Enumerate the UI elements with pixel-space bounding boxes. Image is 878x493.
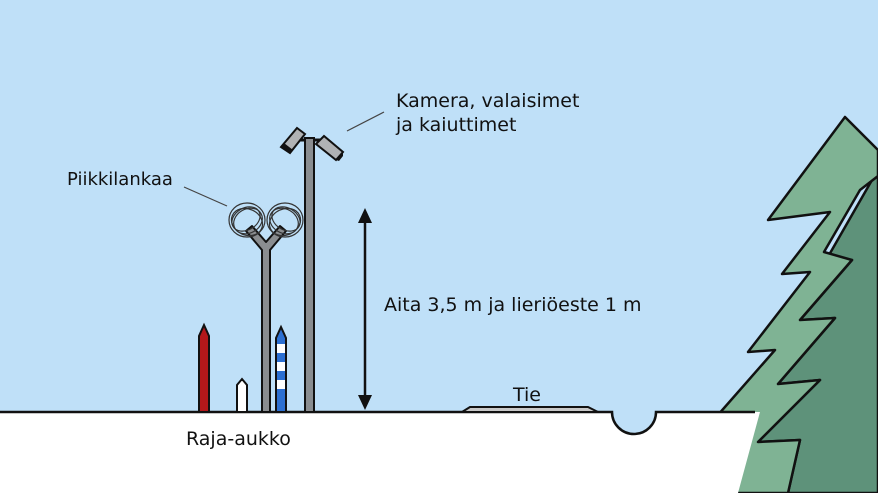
fence-height-label: Aita 3,5 m ja lieriöeste 1 m (384, 294, 642, 316)
razor-wire (228, 202, 304, 238)
fence-post (245, 225, 287, 413)
camera-label-line2: ja kaiuttimet (396, 113, 517, 136)
camera-light-icon (314, 134, 345, 162)
camera-label: Kamera, valaisimet ja kaiuttimet (396, 90, 579, 138)
finnish-border-post (198, 322, 210, 413)
razor-wire-leader-line (183, 186, 228, 207)
spruce-tree-front (698, 115, 878, 493)
road-label: Tie (513, 384, 541, 406)
height-dimension-arrow (358, 208, 372, 410)
camera-leader-line (346, 111, 385, 132)
camera-light-icon (279, 126, 307, 155)
border-clearing-label: Raja-aukko (186, 428, 291, 450)
white-marker-post (236, 377, 248, 413)
camera-pole (279, 126, 345, 413)
blue-white-border-post (275, 324, 287, 413)
camera-label-line1: Kamera, valaisimet (396, 90, 580, 112)
razor-wire-label: Piikkilankaa (67, 169, 173, 190)
ground (0, 412, 760, 493)
road (458, 406, 599, 413)
